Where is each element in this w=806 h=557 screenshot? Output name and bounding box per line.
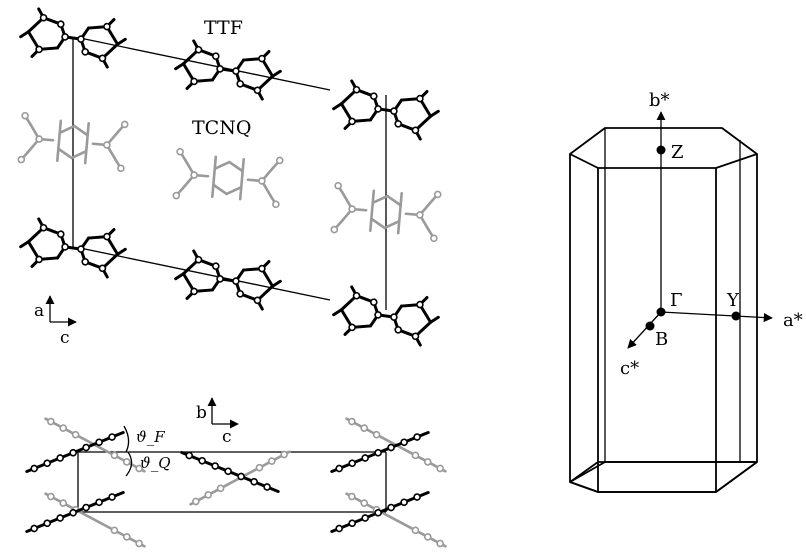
theta-q-arc <box>125 451 133 477</box>
brillouin-zone-panel: b* Z Γ Y a* B c* <box>569 90 803 493</box>
ttf-chain <box>179 448 281 496</box>
b-point-marker <box>645 321 655 331</box>
c-star-axis <box>627 311 662 349</box>
a-star-axis <box>660 311 773 323</box>
b-star-label: b* <box>649 90 670 111</box>
tcnq-label: TCNQ <box>192 117 251 139</box>
a-star-label: a* <box>783 310 803 331</box>
z-point-marker <box>656 145 666 155</box>
ac-projection-panel: TTF TCNQ a c <box>16 5 443 349</box>
c-axis-label: c <box>60 328 70 348</box>
theta-q-label: ϑ_Q <box>140 454 171 472</box>
stack-line-top <box>79 37 331 91</box>
bc-projection-panel: ϑ_F ϑ_Q b c <box>24 397 449 551</box>
ttf-molecule <box>171 37 285 103</box>
theta-f-arc <box>123 425 130 453</box>
b-axis-label: b <box>196 403 207 423</box>
y-point-marker <box>731 311 741 321</box>
c-star-label: c* <box>620 358 639 379</box>
tcnq-molecule <box>171 147 285 209</box>
z-point-label: Z <box>671 142 684 163</box>
a-axis-label: a <box>34 301 44 321</box>
bz-bottom-front <box>569 461 758 493</box>
gamma-point-label: Γ <box>670 290 683 311</box>
c-axis-label-bottom: c <box>222 427 232 447</box>
ttf-molecule <box>171 247 285 313</box>
gamma-point-marker <box>656 307 666 317</box>
b-point-label: B <box>655 329 668 350</box>
stack-line-bottom <box>79 247 331 301</box>
bz-bottom-left <box>569 461 606 483</box>
y-point-label: Y <box>726 290 740 311</box>
theta-f-label: ϑ_F <box>136 428 165 446</box>
ttf-label: TTF <box>204 17 243 39</box>
